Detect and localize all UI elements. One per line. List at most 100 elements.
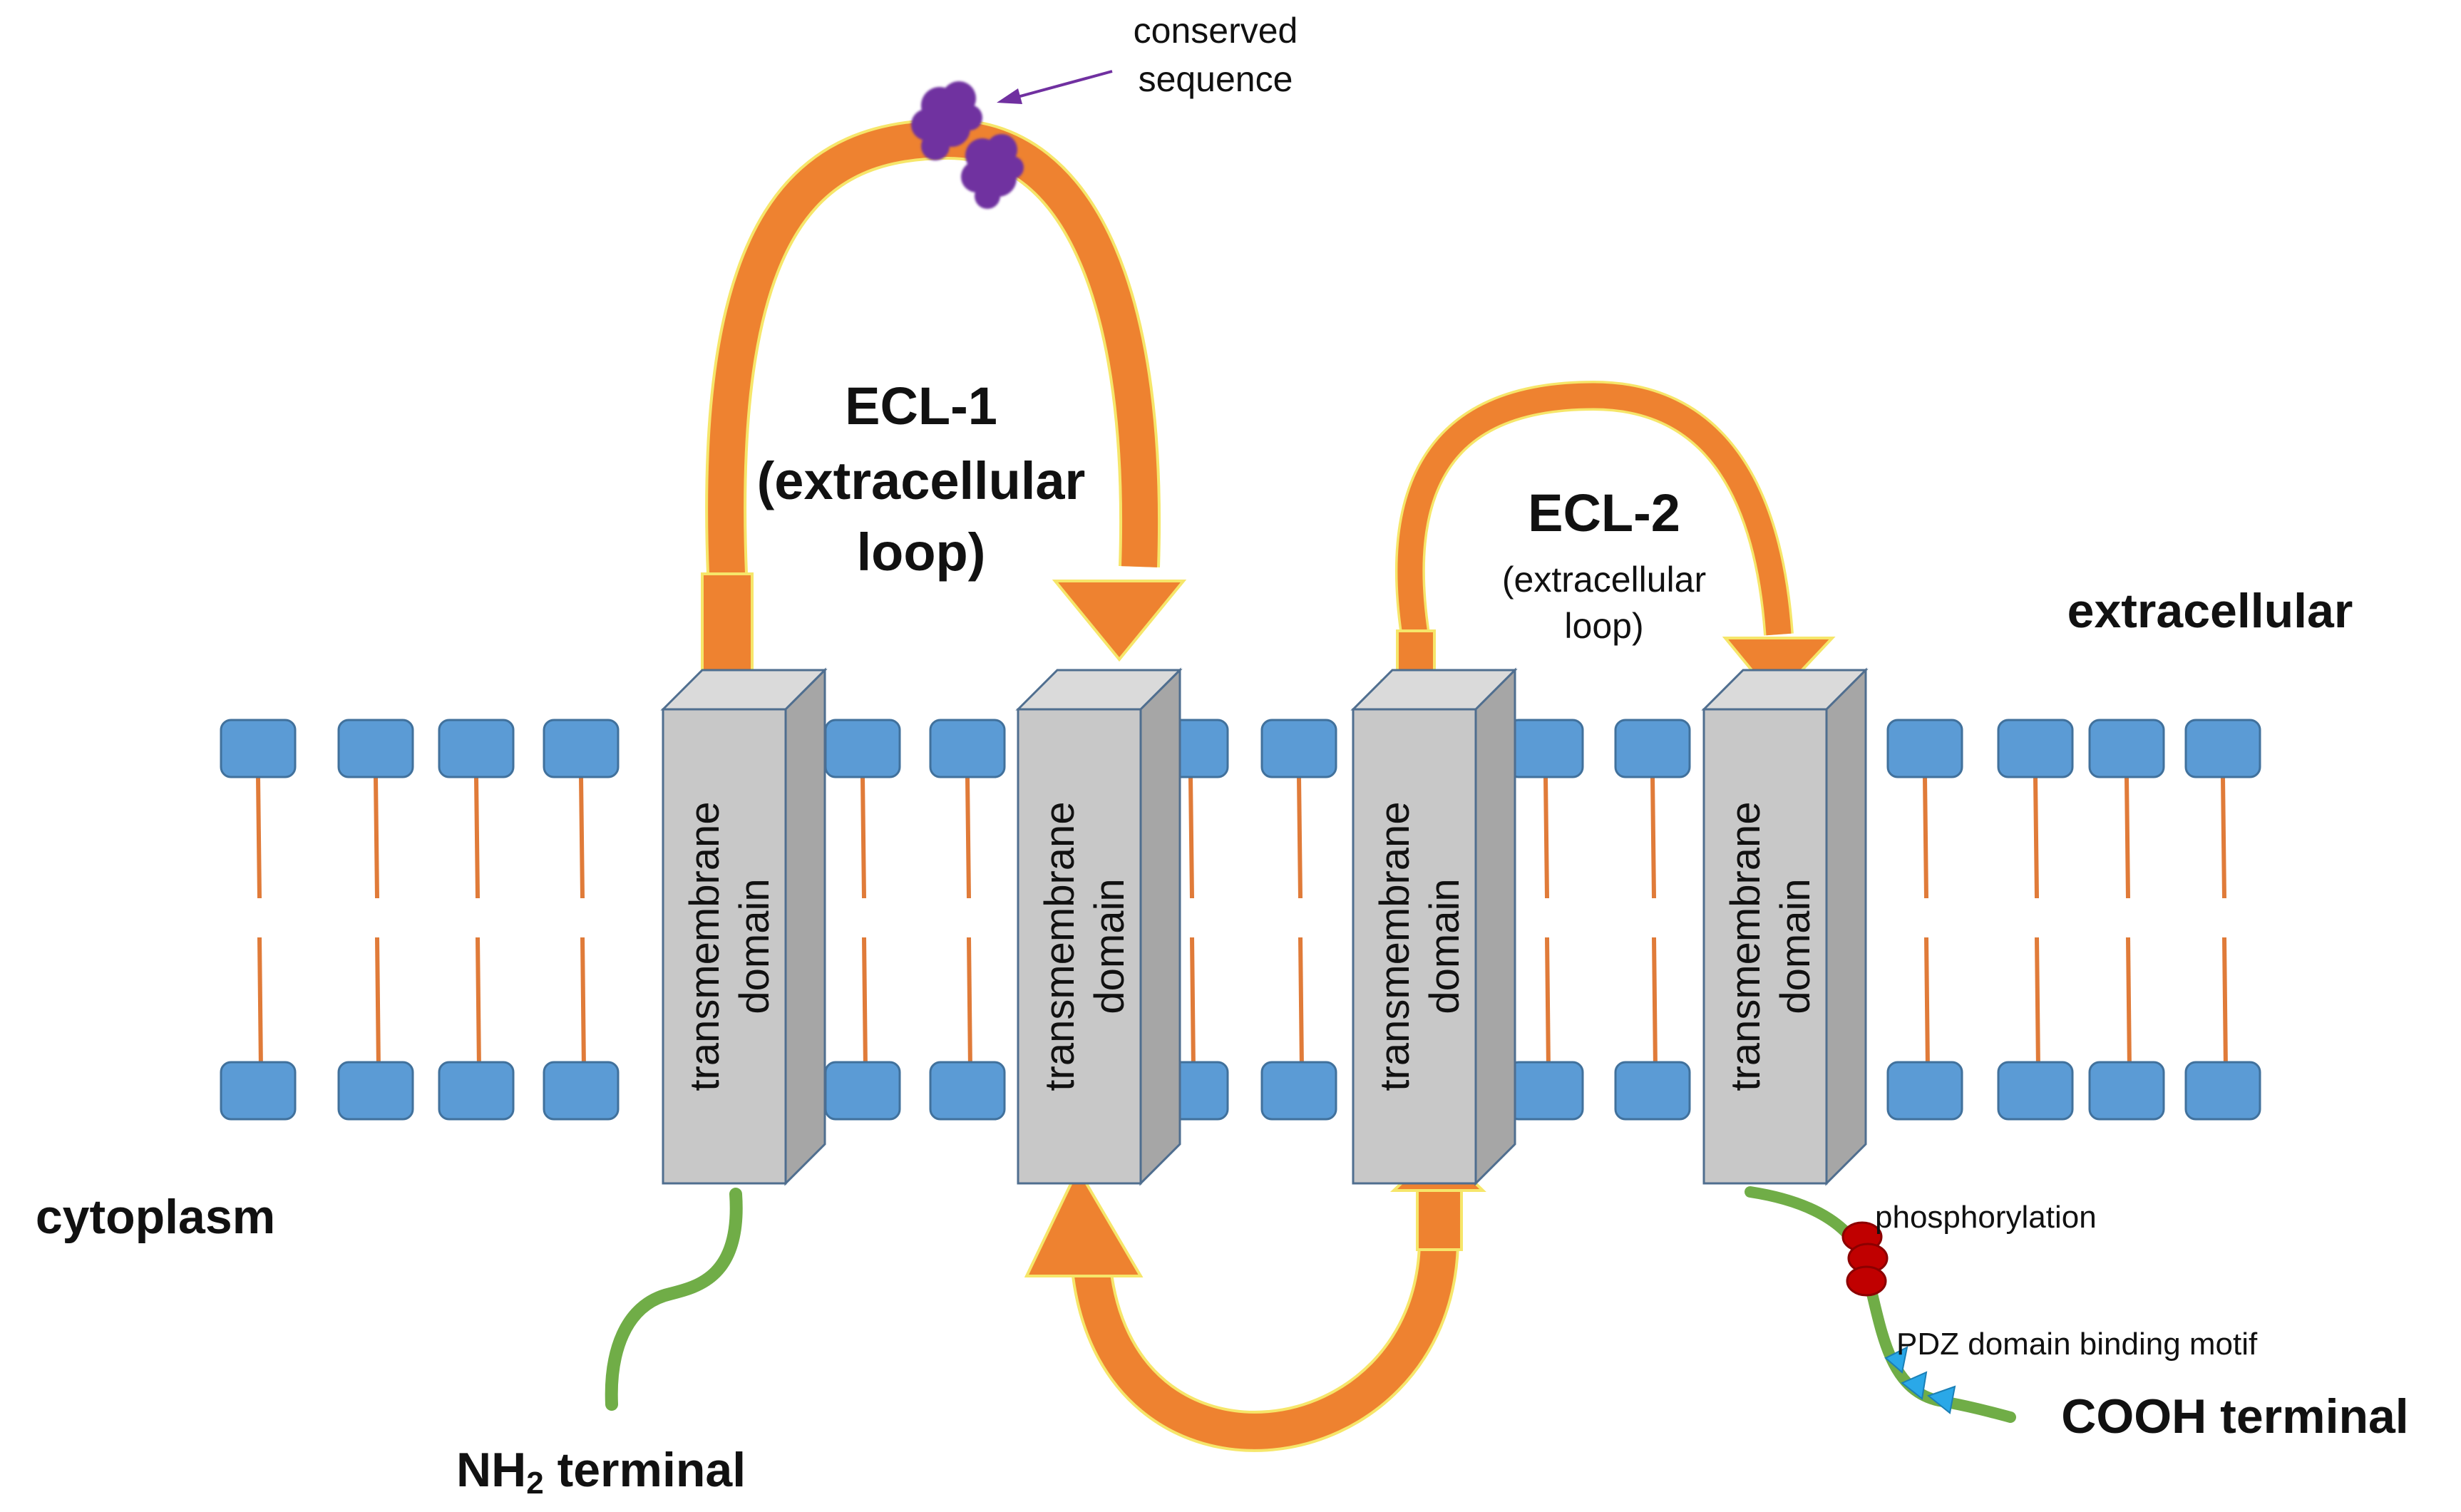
transmembrane-domain-1: transmembranedomain xyxy=(660,667,828,1186)
lipid-bilayer xyxy=(220,719,2261,1121)
ecl1-subtitle-line1: (extracellular xyxy=(757,451,1086,510)
domain-front-face xyxy=(662,708,787,1185)
lipid-head-inner xyxy=(1507,1061,1584,1121)
domain-side-face xyxy=(1474,667,1516,1186)
conserved-label-line2: sequence xyxy=(1139,59,1293,99)
lipid-head-inner xyxy=(438,1061,515,1121)
lipid-molecule xyxy=(1614,719,1691,1121)
nh2-main: NH xyxy=(456,1443,526,1497)
labels: conserved sequence ECL-1 (extracellular … xyxy=(36,11,2409,1501)
lipid-tail-lower xyxy=(2035,937,2040,1070)
lipid-head-inner xyxy=(1260,1061,1337,1121)
lipid-molecule xyxy=(1997,719,2074,1121)
transmembrane-domain-2: transmembranedomain xyxy=(1015,667,1183,1186)
ecl1-title: ECL-1 xyxy=(845,376,997,436)
transmembrane-domain-3: transmembranedomain xyxy=(1350,667,1518,1186)
lipid-tail-upper xyxy=(1543,776,1549,899)
conserved-arrow xyxy=(997,70,1113,104)
conserved-sequence-markers xyxy=(911,70,1113,209)
domain-label: transmembranedomain xyxy=(1372,801,1468,1091)
lipid-molecule xyxy=(1507,719,1584,1121)
lipid-molecule xyxy=(824,719,901,1121)
domain-label: transmembranedomain xyxy=(1722,801,1819,1091)
lipid-molecule xyxy=(220,719,297,1121)
domain-label-line2: domain xyxy=(1772,878,1819,1014)
lipid-tail-upper xyxy=(256,776,262,899)
lipid-tail-lower xyxy=(1652,937,1658,1070)
lipid-head-outer xyxy=(1260,719,1337,778)
lipid-tail-upper xyxy=(2033,776,2039,899)
lipid-tail-lower xyxy=(1545,937,1551,1070)
extracellular-label: extracellular xyxy=(2067,584,2353,638)
lipid-tail-upper xyxy=(2125,776,2130,899)
lipid-molecule xyxy=(929,719,1006,1121)
nh2-terminal-label: NH2 terminal xyxy=(456,1443,746,1501)
cooh-terminal-tail xyxy=(1745,1186,2016,1423)
lipid-tail-lower xyxy=(2126,937,2132,1070)
lipid-head-inner xyxy=(2184,1061,2261,1121)
conserved-cluster-1 xyxy=(911,81,982,160)
intracellular-loop xyxy=(1024,1146,1486,1452)
lipid-molecule xyxy=(1260,719,1337,1121)
lipid-molecule xyxy=(2088,719,2165,1121)
domain-front-face xyxy=(1702,708,1828,1185)
ecl1-subtitle-line2: loop) xyxy=(857,523,986,582)
pdz-label: PDZ domain binding motif xyxy=(1896,1327,2258,1362)
lipid-tail-upper xyxy=(2221,776,2226,899)
lipid-head-inner xyxy=(1997,1061,2074,1121)
domain-label-line2: domain xyxy=(1422,878,1468,1014)
lipid-head-inner xyxy=(543,1061,620,1121)
lipid-head-outer xyxy=(1997,719,2074,778)
lipid-head-outer xyxy=(1614,719,1691,778)
phosphorylation-sites xyxy=(1841,1221,1889,1297)
loops xyxy=(692,118,1836,1452)
lipid-tail-lower xyxy=(2222,937,2228,1070)
lipid-head-outer xyxy=(1886,719,1963,778)
lipid-head-inner xyxy=(1886,1061,1963,1121)
lipid-tail-lower xyxy=(1190,937,1196,1070)
lipid-tail-upper xyxy=(374,776,379,899)
lipid-molecule xyxy=(1886,719,1963,1121)
lipid-molecule xyxy=(2184,719,2261,1121)
lipid-tail-upper xyxy=(1923,776,1928,899)
domain-label: transmembranedomain xyxy=(682,801,778,1091)
lipid-molecule xyxy=(438,719,515,1121)
lipid-tail-upper xyxy=(1650,776,1656,899)
domain-label-line1: transmembrane xyxy=(1037,801,1083,1091)
lipid-head-outer xyxy=(438,719,515,778)
cytoplasm-label: cytoplasm xyxy=(36,1190,275,1244)
lipid-head-outer xyxy=(2088,719,2165,778)
lipid-head-outer xyxy=(929,719,1006,778)
lipid-head-inner xyxy=(2088,1061,2165,1121)
lipid-molecule xyxy=(337,719,414,1121)
lipid-head-inner xyxy=(929,1061,1006,1121)
cooh-terminal-label: COOH terminal xyxy=(2061,1389,2408,1444)
lipid-head-outer xyxy=(543,719,620,778)
lipid-tail-upper xyxy=(860,776,866,899)
domain-label-line1: transmembrane xyxy=(682,801,728,1091)
conserved-label-line1: conserved xyxy=(1134,11,1298,51)
lipid-head-inner xyxy=(337,1061,414,1121)
lipid-head-inner xyxy=(824,1061,901,1121)
nh2-subscript: 2 xyxy=(526,1466,543,1501)
lipid-head-inner xyxy=(220,1061,297,1121)
lipid-head-outer xyxy=(337,719,414,778)
lipid-tail-lower xyxy=(257,937,263,1070)
ecl2-loop xyxy=(1380,380,1836,722)
domain-label: transmembranedomain xyxy=(1037,801,1133,1091)
lipid-tail-upper xyxy=(579,776,585,899)
transmembrane-domain-4: transmembranedomain xyxy=(1701,667,1869,1186)
lipid-tail-upper xyxy=(965,776,971,899)
domain-side-face xyxy=(1139,667,1181,1186)
lipid-tail-upper xyxy=(1188,776,1194,899)
nh2-terminal-tail xyxy=(605,1188,743,1411)
domain-label-line2: domain xyxy=(1086,878,1133,1014)
domain-side-face xyxy=(784,667,826,1186)
domain-label-line2: domain xyxy=(731,878,778,1014)
lipid-tail-lower xyxy=(1298,937,1304,1070)
domain-front-face xyxy=(1017,708,1142,1185)
pdz-binding-motif-markers xyxy=(1884,1346,1956,1414)
lipid-tail-upper xyxy=(474,776,480,899)
